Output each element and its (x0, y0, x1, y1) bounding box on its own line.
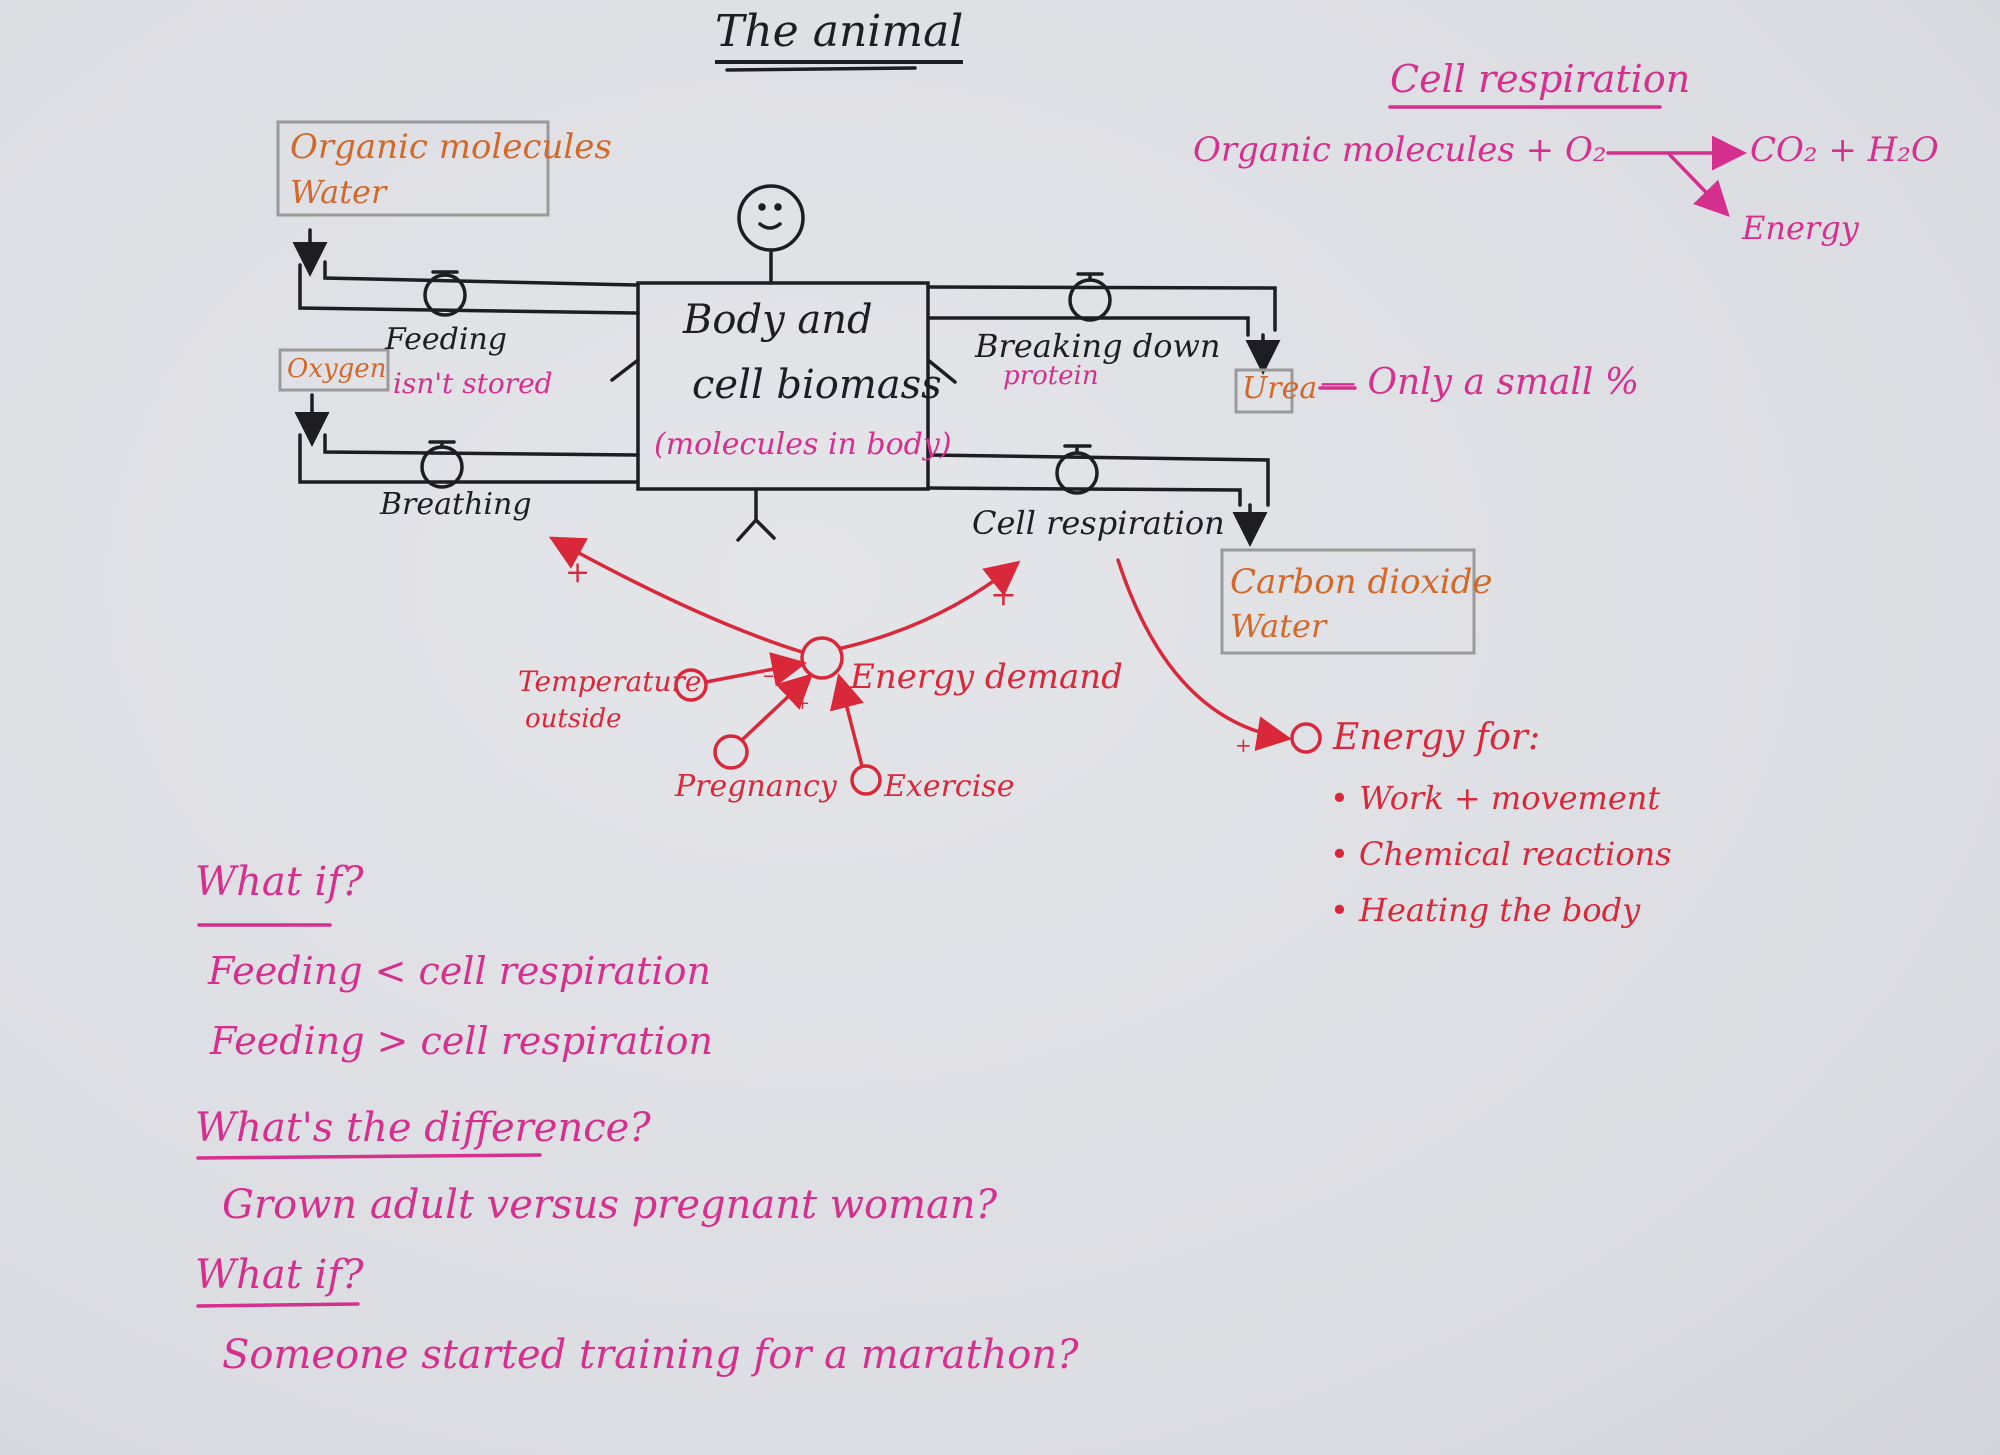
co2-label-2: Water (1230, 607, 1327, 645)
what-if-heading-1: What if? (195, 859, 364, 905)
arrow-to-breathing (548, 536, 804, 654)
difference-heading: What's the difference? (195, 1105, 651, 1151)
stick-figure-feet (736, 517, 776, 542)
co2-output-box (1220, 548, 1476, 655)
what-if-underline-2 (196, 1302, 360, 1308)
equation-products: CO₂ + H₂O (1750, 130, 1939, 170)
arrow-exercise (829, 673, 864, 768)
energy-for-label: Energy for: (1333, 717, 1541, 758)
feeding-pipe-bottom (298, 263, 640, 315)
energy-use-item: • Chemical reactions (1330, 835, 1672, 873)
pregnancy-label: Pregnancy (675, 769, 837, 804)
breaking-down-note: protein (1003, 361, 1099, 391)
urea-note: — Only a small % (1320, 362, 1640, 403)
what-if-heading-2: What if? (195, 1252, 364, 1298)
food-input-label-1: Organic molecules (290, 127, 612, 167)
stick-figure-arm-right (926, 358, 957, 384)
temperature-label-1: Temperature (518, 665, 702, 698)
plus-sign-energy-for: + (1235, 733, 1252, 757)
food-input-box (276, 120, 550, 217)
respiration-pipe-bottom (926, 486, 1242, 507)
food-input-label-2: Water (290, 173, 387, 211)
body-note: (molecules in body) (654, 427, 952, 462)
breaking-down-pipe-top (926, 285, 1277, 332)
temperature-label-2: outside (525, 704, 622, 734)
equation-reactants: Organic molecules + O₂ (1193, 130, 1607, 170)
exercise-label: Exercise (884, 769, 1015, 804)
plus-sign-exercise: + (838, 691, 855, 715)
question-adult-vs-pregnant: Grown adult versus pregnant woman? (222, 1182, 998, 1228)
exercise-node (850, 764, 882, 796)
arrow-pregnancy (740, 673, 814, 742)
title-underline (725, 66, 917, 72)
arrow-temperature (704, 652, 807, 687)
breathing-label: Breathing (380, 487, 532, 522)
title: The animal (715, 10, 964, 64)
energy-use-item: • Heating the body (1330, 891, 1641, 929)
respiration-valve (1055, 451, 1099, 495)
stick-figure-eye (774, 203, 782, 211)
energy-use-item: • Work + movement (1330, 779, 1661, 817)
breaking-down-label: Breaking down (975, 327, 1221, 365)
equation-arrow-energy (1668, 153, 1730, 218)
stick-figure-eye (758, 203, 766, 211)
plus-sign-breathing: + (565, 555, 591, 590)
plus-sign-pregnancy: + (795, 693, 811, 714)
equation-energy: Energy (1742, 209, 1859, 247)
question-marathon: Someone started training for a marathon? (222, 1332, 1079, 1378)
feeding-label: Feeding (385, 322, 508, 357)
breaking-down-pipe-bottom (926, 316, 1250, 337)
question-feeding-less: Feeding < cell respiration (208, 949, 711, 993)
difference-underline (196, 1153, 542, 1160)
oxygen-note: isn't stored (393, 367, 553, 400)
temperature-node (674, 668, 708, 702)
breathing-pipe-bottom (298, 433, 640, 484)
arrow-to-energy-for (1116, 558, 1292, 751)
pregnancy-node (713, 734, 749, 770)
breathing-pipe-top (323, 433, 640, 457)
arrow-to-respiration (840, 560, 1021, 650)
stick-figure-smile (758, 222, 782, 230)
body-biomass-box (636, 281, 930, 491)
respiration-pipe-top (926, 453, 1270, 507)
body-label-1: Body and (683, 297, 873, 343)
stick-figure-arm-left (610, 358, 640, 382)
urea-label: Urea (1242, 371, 1318, 406)
plus-sign-respiration: + (990, 575, 1017, 613)
oxygen-label: Oxygen (287, 354, 387, 384)
feeding-pipe-top (323, 260, 640, 287)
stick-figure-head (737, 184, 805, 252)
energy-demand-node (800, 636, 844, 680)
urea-output-box (1234, 368, 1294, 414)
minus-sign-temperature: – (763, 663, 774, 688)
oxygen-input-box (278, 348, 390, 392)
energy-demand-label: Energy demand (850, 657, 1123, 697)
co2-label-1: Carbon dioxide (1230, 562, 1493, 602)
energy-for-node (1290, 722, 1322, 754)
equation-heading: Cell respiration (1390, 57, 1691, 101)
respiration-label: Cell respiration (972, 504, 1225, 542)
question-feeding-more: Feeding > cell respiration (210, 1019, 713, 1063)
body-label-2: cell biomass (692, 362, 942, 408)
